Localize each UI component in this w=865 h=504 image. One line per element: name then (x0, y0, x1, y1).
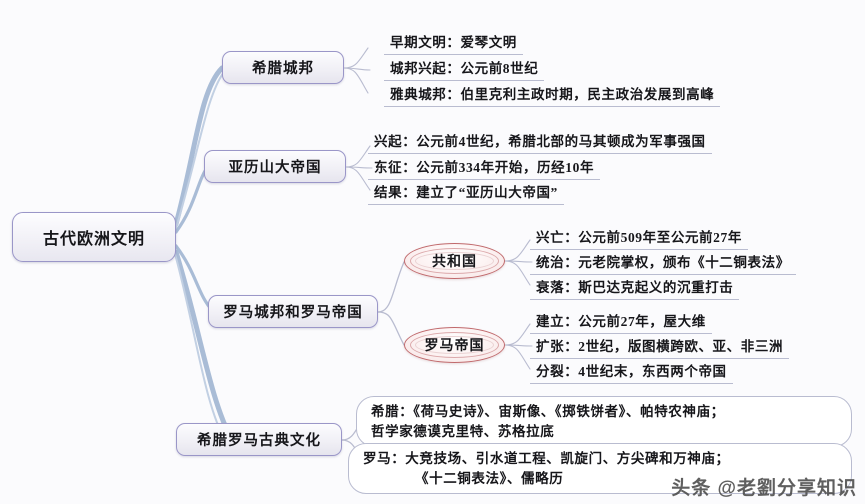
leaf-greek-2: 城邦兴起：公元前8世纪 (384, 57, 545, 81)
leaf-empire-3: 分裂：4世纪末，东西两个帝国 (530, 360, 733, 384)
culture-box-greek: 希腊：《荷马史诗》、宙斯像、《掷铁饼者》、帕特农神庙； 哲学家德谟克里特、苏格拉… (356, 396, 852, 448)
sub-node-republic-label: 共和国 (432, 255, 477, 270)
leaf-empire-2: 扩张：2世纪，版图横跨欧、亚、非三洲 (530, 335, 790, 359)
leaf-republic-2-text: 统治：元老院掌权，颁布《十二铜表法》 (536, 255, 790, 270)
leaf-republic-3-text: 衰落：斯巴达克起义的沉重打击 (536, 280, 734, 295)
culture-box-roman-line1: 罗马：大竞技场、引水道工程、凯旋门、方尖碑和万神庙； (363, 451, 730, 466)
leaf-alexander-1-text: 兴起：公元前4世纪，希腊北部的马其顿成为军事强国 (374, 134, 706, 149)
branch-node-alexander-empire-label: 亚历山大帝国 (228, 160, 322, 176)
leaf-greek-3: 雅典城邦：伯里克利主政时期，民主政治发展到高峰 (384, 83, 721, 107)
leaf-republic-3: 衰落：斯巴达克起义的沉重打击 (530, 276, 740, 300)
leaf-alexander-1: 兴起：公元前4世纪，希腊北部的马其顿成为军事强国 (368, 130, 712, 154)
leaf-greek-3-text: 雅典城邦：伯里克利主政时期，民主政治发展到高峰 (390, 87, 715, 102)
branch-node-classical-culture-label: 希腊罗马古典文化 (197, 433, 321, 449)
leaf-republic-1-text: 兴亡：公元前509年至公元前27年 (536, 230, 742, 245)
root-node-label: 古代欧洲文明 (42, 231, 145, 248)
root-node[interactable]: 古代欧洲文明 (12, 212, 176, 262)
leaf-alexander-3-text: 结果：建立了“亚历山大帝国” (374, 185, 558, 200)
branch-node-rome[interactable]: 罗马城邦和罗马帝国 (208, 295, 378, 328)
branch-node-rome-label: 罗马城邦和罗马帝国 (223, 305, 363, 321)
sub-node-roman-empire[interactable]: 罗马帝国 (404, 327, 505, 363)
leaf-empire-2-text: 扩张：2世纪，版图横跨欧、亚、非三洲 (536, 339, 784, 354)
leaf-greek-1-text: 早期文明：爱琴文明 (390, 35, 517, 50)
culture-box-roman: 罗马：大竞技场、引水道工程、凯旋门、方尖碑和万神庙； 《十二铜表法》、儒略历 (348, 443, 852, 495)
branch-node-alexander-empire[interactable]: 亚历山大帝国 (204, 150, 346, 183)
leaf-greek-2-text: 城邦兴起：公元前8世纪 (390, 61, 539, 76)
leaf-empire-1: 建立：公元前27年，屋大维 (530, 310, 712, 334)
leaf-greek-1: 早期文明：爱琴文明 (384, 31, 523, 55)
branch-node-classical-culture[interactable]: 希腊罗马古典文化 (176, 423, 342, 456)
culture-box-greek-line2: 哲学家德谟克里特、苏格拉底 (371, 423, 555, 439)
leaf-republic-1: 兴亡：公元前509年至公元前27年 (530, 226, 748, 250)
branch-node-greek-city-states-label: 希腊城邦 (252, 61, 314, 77)
leaf-alexander-2-text: 东征：公元前334年开始，历经10年 (374, 160, 595, 175)
leaf-republic-2: 统治：元老院掌权，颁布《十二铜表法》 (530, 251, 796, 275)
culture-box-roman-line2: 《十二铜表法》、儒略历 (415, 470, 564, 486)
leaf-alexander-3: 结果：建立了“亚历山大帝国” (368, 181, 564, 205)
leaf-empire-3-text: 分裂：4世纪末，东西两个帝国 (536, 364, 727, 379)
culture-box-greek-line1: 希腊：《荷马史诗》、宙斯像、《掷铁饼者》、帕特农神庙； (371, 404, 725, 419)
watermark: 头条 @老劉分享知识 (671, 478, 857, 499)
sub-node-roman-empire-label: 罗马帝国 (424, 339, 485, 354)
leaf-empire-1-text: 建立：公元前27年，屋大维 (536, 314, 706, 329)
sub-node-republic[interactable]: 共和国 (404, 243, 505, 279)
leaf-alexander-2: 东征：公元前334年开始，历经10年 (368, 156, 601, 180)
branch-node-greek-city-states[interactable]: 希腊城邦 (222, 51, 344, 84)
